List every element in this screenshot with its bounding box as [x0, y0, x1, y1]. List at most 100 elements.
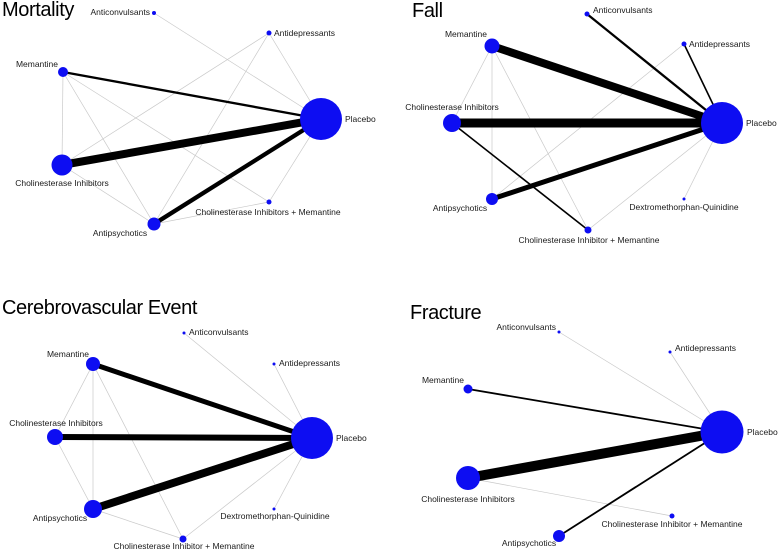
edge-memantine--antipsychotics [62, 71, 155, 225]
node-label-antidepressants: Antidepressants [274, 28, 335, 38]
node-cholinesterase-inhibitors [456, 466, 480, 490]
node-antipsychotics [553, 530, 565, 542]
panel-mortality: AnticonvulsantsAntidepressantsMemantineP… [2, 0, 376, 238]
panel-title-cerebrovascular-event: Cerebrovascular Event [2, 297, 198, 319]
node-placebo [701, 102, 743, 144]
node-cholinesterase-inhibitors [51, 154, 73, 176]
edge-antipsychotics--placebo [491, 120, 723, 202]
node-label-placebo: Placebo [345, 114, 376, 124]
node-antipsychotics [486, 193, 498, 205]
edge-memantine--placebo [490, 42, 724, 127]
node-anticonvulsants [584, 11, 590, 17]
node-chi-mem [584, 226, 592, 234]
node-antipsychotics [84, 500, 102, 518]
edge-cholinesterase-inhibitors--antidepressants [61, 32, 270, 166]
node-label-cholinesterase-inhibitors: Cholinesterase Inhibitors [15, 178, 109, 188]
node-label-antidepressants: Antidepressants [279, 358, 340, 368]
node-label-cholinesterase-inhibitors: Cholinesterase Inhibitors [421, 494, 515, 504]
edge-antipsychotics--chi-mem [153, 201, 270, 225]
edge-cholinesterase-inhibitors--antipsychotics [61, 164, 155, 225]
edge-cholinesterase-inhibitors--chi-mem [451, 122, 589, 231]
edge-memantine--chi-mem [92, 363, 184, 540]
edge-memantine--cholinesterase-inhibitors [61, 71, 64, 166]
node-cholinesterase-inhibitors [47, 429, 63, 445]
node-anticonvulsants [152, 11, 156, 15]
node-placebo [700, 410, 744, 454]
edge-antidepressants--antipsychotics [153, 32, 270, 225]
node-label-memantine: Memantine [16, 59, 58, 69]
node-label-cholinesterase-inhibitors: Cholinesterase Inhibitors [9, 418, 103, 428]
node-label-anticonvulsants: Anticonvulsants [593, 5, 653, 15]
edge-antipsychotics--placebo [152, 117, 323, 226]
edge-memantine--placebo [62, 70, 322, 121]
node-antidepressants [266, 30, 272, 36]
edge-antipsychotics--placebo [558, 431, 723, 537]
node-dextromethorphan-quinidine [682, 197, 686, 201]
node-label-antipsychotics: Antipsychotics [502, 538, 556, 548]
node-memantine [58, 67, 68, 77]
node-antipsychotics [147, 217, 161, 231]
node-antidepressants [681, 41, 687, 47]
edge-antipsychotics--chi-mem [92, 508, 184, 540]
edge-cholinesterase-inhibitors--antipsychotics [54, 436, 94, 510]
node-label-memantine: Memantine [422, 375, 464, 385]
node-label-cholinesterase-inhibitors: Cholinesterase Inhibitors [405, 102, 499, 112]
node-label-memantine: Memantine [445, 29, 487, 39]
edge-cholinesterase-inhibitors--placebo [467, 427, 723, 483]
node-antidepressants [668, 350, 672, 354]
panel-fracture: AnticonvulsantsAntidepressantsMemantineP… [410, 302, 778, 548]
node-chi-mem [669, 513, 675, 519]
node-label-placebo: Placebo [746, 118, 777, 128]
node-label-antipsychotics: Antipsychotics [433, 203, 487, 213]
node-label-chi-mem: Cholinesterase Inhibitor + Memantine [601, 519, 742, 529]
node-anticonvulsants [557, 330, 561, 334]
node-placebo [300, 98, 342, 140]
node-dextromethorphan-quinidine [272, 507, 276, 511]
node-label-placebo: Placebo [336, 433, 367, 443]
edge-anticonvulsants--placebo [558, 331, 723, 433]
edge-chi-mem--placebo [182, 437, 313, 540]
node-label-anticonvulsants: Anticonvulsants [496, 322, 556, 332]
panel-cerebrovascular-event: AnticonvulsantsMemantineAntidepressantsC… [2, 297, 367, 551]
edge-anticonvulsants--placebo [153, 12, 322, 120]
node-label-memantine: Memantine [47, 349, 89, 359]
edge-antipsychotics--placebo [91, 434, 314, 513]
node-label-chi-mem: Cholinesterase Inhibitor + Memantine [518, 235, 659, 245]
node-label-antipsychotics: Antipsychotics [93, 228, 147, 238]
panel-title-mortality: Mortality [2, 0, 74, 21]
edge-anticonvulsants--placebo [586, 13, 723, 124]
edge-memantine--cholinesterase-inhibitors [451, 45, 493, 124]
edge-memantine--cholinesterase-inhibitors [54, 363, 94, 438]
panel-title-fracture: Fracture [410, 302, 482, 324]
edge-chi-mem--placebo [587, 122, 723, 231]
node-label-antipsychotics: Antipsychotics [33, 513, 87, 523]
node-label-chi-mem: Cholinesterase Inhibitor + Memantine [113, 541, 254, 551]
node-chi-mem [179, 535, 187, 543]
node-label-anticonvulsants: Anticonvulsants [189, 327, 249, 337]
edge-cholinesterase-inhibitors--placebo [54, 434, 313, 441]
edge-memantine--placebo [467, 388, 723, 433]
node-anticonvulsants [182, 331, 186, 335]
node-memantine [463, 384, 473, 394]
panel-fall: AnticonvulsantsMemantineAntidepressantsC… [405, 0, 777, 245]
node-label-placebo: Placebo [747, 427, 778, 437]
edge-memantine--placebo [92, 361, 313, 441]
edge-memantine--chi-mem [491, 45, 589, 231]
node-memantine [86, 357, 100, 371]
edge-anticonvulsants--placebo [183, 332, 313, 439]
panel-title-fall: Fall [412, 0, 443, 22]
node-cholinesterase-inhibitors [443, 114, 461, 132]
node-memantine [484, 38, 500, 54]
node-label-chi-mem: Cholinesterase Inhibitors + Memantine [195, 207, 341, 217]
node-label-antidepressants: Antidepressants [675, 343, 736, 353]
node-chi-mem [266, 199, 272, 205]
node-placebo [291, 417, 333, 459]
node-label-dextromethorphan-quinidine: Dextromethorphan-Quinidine [220, 511, 329, 521]
node-label-dextromethorphan-quinidine: Dextromethorphan-Quinidine [629, 202, 738, 212]
edge-cholinesterase-inhibitors--chi-mem [467, 477, 673, 517]
edge-memantine--chi-mem [62, 71, 270, 203]
node-antidepressants [272, 362, 276, 366]
edge-cholinesterase-inhibitors--placebo [61, 115, 322, 169]
